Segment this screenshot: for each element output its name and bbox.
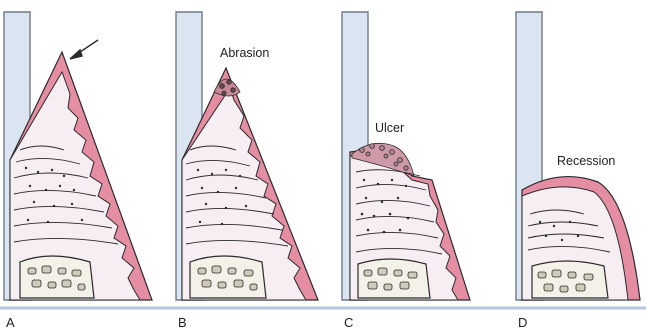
panel-a xyxy=(4,12,152,300)
bone-icon xyxy=(532,261,608,298)
panel-b: Abrasion xyxy=(176,12,318,300)
panel-label-d: D xyxy=(518,315,527,330)
panel-label-a: A xyxy=(6,315,15,330)
bone-icon xyxy=(190,256,266,298)
panel-label-c: C xyxy=(344,315,353,330)
panel-label-b: B xyxy=(178,315,187,330)
bone-icon xyxy=(20,256,94,298)
arrow-icon xyxy=(70,40,98,59)
annotation-recession: Recession xyxy=(557,154,615,168)
annotation-abrasion: Abrasion xyxy=(220,46,269,60)
bone-icon xyxy=(358,259,430,298)
annotation-ulcer: Ulcer xyxy=(375,121,404,135)
panel-c: Ulcer xyxy=(342,12,470,300)
panel-d: Recession xyxy=(516,12,640,300)
abrasion-lesion xyxy=(214,79,240,96)
